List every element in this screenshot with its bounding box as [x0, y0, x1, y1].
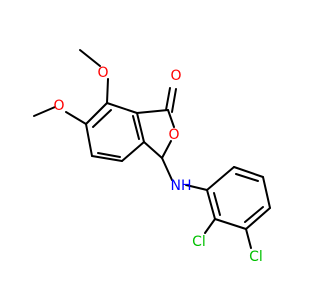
- bond-carbonyl-double-a: [165, 87, 171, 111]
- bond-ring-carbonyl-c: [136, 109, 169, 114]
- bond-o-top-ring: [106, 78, 109, 104]
- bond-aryl-5: [214, 218, 247, 230]
- bond-nh-aryl: [185, 184, 208, 191]
- bond-ch-nh: [161, 157, 173, 181]
- chlorine-2-label: Cl: [192, 234, 206, 250]
- bond-cl-3: [245, 228, 252, 249]
- bond-ring-d: [121, 141, 145, 162]
- bond-ring-c: [91, 155, 123, 162]
- bond-carbonyl-oring: [167, 109, 175, 128]
- bond-ring-f: [106, 102, 138, 114]
- oxygen-methoxy-top-label: O: [97, 65, 108, 81]
- oxygen-methoxy-left-label: O: [53, 98, 64, 114]
- bond-methyl-o-left: [33, 106, 56, 117]
- chlorine-3-label: Cl: [249, 249, 263, 265]
- bond-aryl-inner-3: [213, 192, 221, 216]
- bond-ring-inner-2: [97, 152, 121, 158]
- bond-ring-b: [85, 123, 93, 157]
- structure-svg: O O O O NH Cl Cl: [33, 49, 271, 265]
- bond-aryl-1: [206, 166, 235, 191]
- nh-label: NH: [171, 178, 192, 194]
- bond-carbonyl-double-b: [171, 88, 177, 113]
- bond-ring-inner-1: [92, 109, 112, 128]
- oxygen-ring-label: O: [168, 127, 179, 143]
- bond-ring-e: [136, 112, 145, 143]
- bond-ch-ring: [143, 141, 163, 159]
- bond-o-left-ring: [65, 111, 87, 125]
- bond-aryl-2: [233, 166, 264, 178]
- bond-aryl-inner-2: [244, 206, 264, 223]
- bond-oring-ch: [161, 140, 172, 159]
- bond-methyl-o-top: [79, 49, 101, 67]
- bond-aryl-6: [206, 189, 216, 220]
- bond-aryl-4: [245, 207, 271, 230]
- molecule-diagram: O O O O NH Cl Cl: [33, 49, 271, 265]
- bond-aryl-inner-1: [235, 173, 259, 182]
- bond-aryl-3: [262, 176, 271, 209]
- bond-cl-2: [204, 218, 216, 234]
- bond-ring-inner-3: [132, 115, 140, 140]
- oxygen-carbonyl-label: O: [170, 68, 181, 84]
- bond-ring-a: [85, 102, 108, 125]
